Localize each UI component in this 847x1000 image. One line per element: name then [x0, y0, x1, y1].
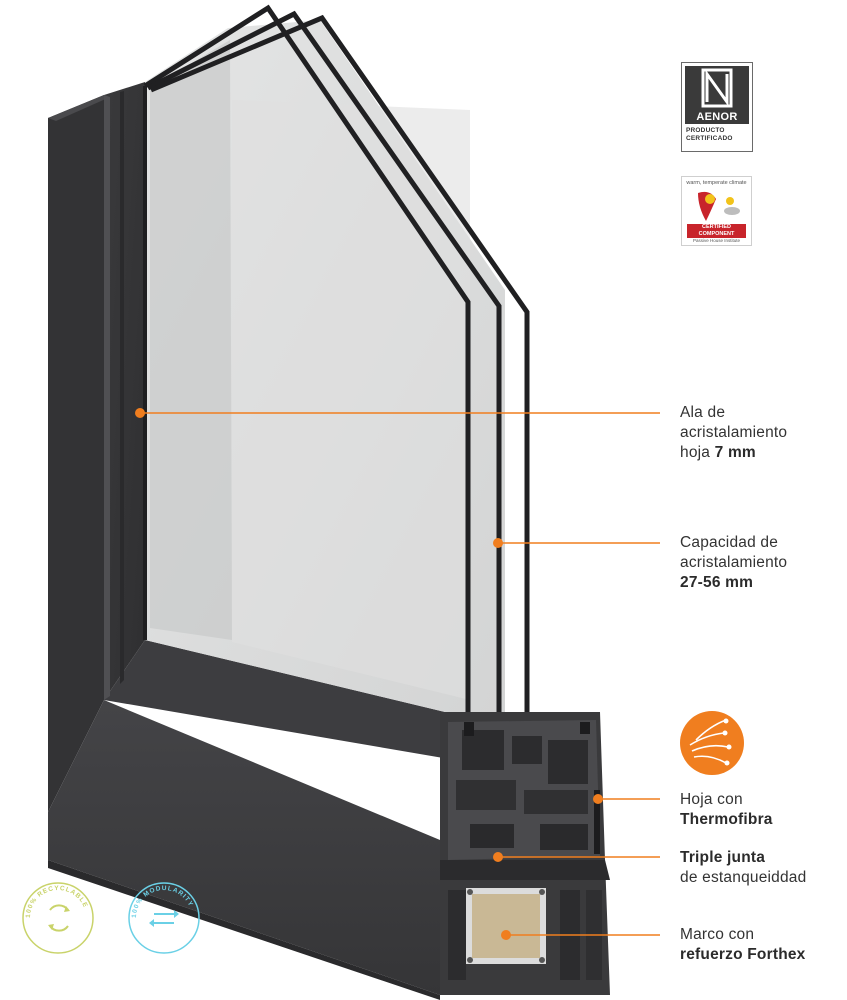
callout-line: Marco con: [680, 926, 755, 943]
aenor-wordmark: AENOR: [685, 110, 749, 124]
cert-line1: CERTIFIED: [701, 224, 732, 230]
callout-line: Ala de: [680, 404, 726, 421]
callout-bold-value: Thermofibra: [680, 811, 773, 828]
callout-triple-seal: Triple junta de estanqueiddad: [680, 848, 806, 888]
thermofibra-icon: [680, 711, 744, 775]
recyclable-badge: 100% RECYCLABLE: [22, 882, 94, 954]
callout-line: refuerzo Forthex: [680, 945, 806, 965]
callout-bold-value: refuerzo Forthex: [680, 946, 806, 963]
callout-line: Capacidad de: [680, 534, 779, 551]
modularity-badge: 100% MODULARITY: [128, 882, 200, 954]
callout-line: de estanqueiddad: [680, 869, 807, 886]
callout-text: hoja: [680, 444, 715, 461]
passive-house-certified: CERTIFIED COMPONENT: [687, 224, 746, 238]
outer-frame: [48, 95, 440, 1000]
recycle-icon: [48, 904, 70, 932]
aenor-sub-line1: PRODUCTO: [686, 127, 725, 134]
exchange-arrows-icon: [149, 910, 179, 927]
callout-thermofibra: Hoja con Thermofibra: [680, 790, 773, 830]
callout-line: hoja 7 mm: [680, 443, 787, 463]
aenor-subtitle: PRODUCTO CERTIFICADO: [686, 127, 750, 143]
callout-glazing-capacity: Capacidad de acristalamiento 27-56 mm: [680, 533, 787, 593]
callout-bold-value: 7 mm: [714, 444, 756, 461]
passive-house-climate: warm, temperate climate: [686, 180, 747, 186]
callout-bold-value: 27-56 mm: [680, 574, 754, 591]
profile-cross-section: [440, 712, 610, 995]
callout-line: 27-56 mm: [680, 573, 787, 593]
sash-frame: [104, 82, 470, 760]
glass-panes: [143, 4, 530, 730]
callout-forthex: Marco con refuerzo Forthex: [680, 925, 806, 965]
passive-house-institute: Passive House Institute: [692, 238, 741, 243]
callout-bold-value: Triple junta: [680, 849, 766, 866]
callout-glazing-wing: Ala de acristalamiento hoja 7 mm: [680, 403, 787, 463]
callout-line: acristalamiento: [680, 554, 788, 571]
aenor-sub-line2: CERTIFICADO: [686, 135, 733, 142]
callout-leaders: [135, 408, 660, 940]
callout-line: acristalamiento: [680, 424, 788, 441]
cert-line2: COMPONENT: [698, 231, 735, 237]
callout-line: Hoja con: [680, 791, 743, 808]
passive-house-logo-icon: [698, 191, 740, 221]
aenor-certification-badge: AENOR PRODUCTO CERTIFICADO: [681, 62, 753, 152]
callout-line: Thermofibra: [680, 810, 773, 830]
passive-house-badge: warm, temperate climate CERTIFIED COMPON…: [681, 176, 752, 246]
aenor-logo-icon: [685, 66, 749, 110]
callout-line: Triple junta: [680, 848, 806, 868]
